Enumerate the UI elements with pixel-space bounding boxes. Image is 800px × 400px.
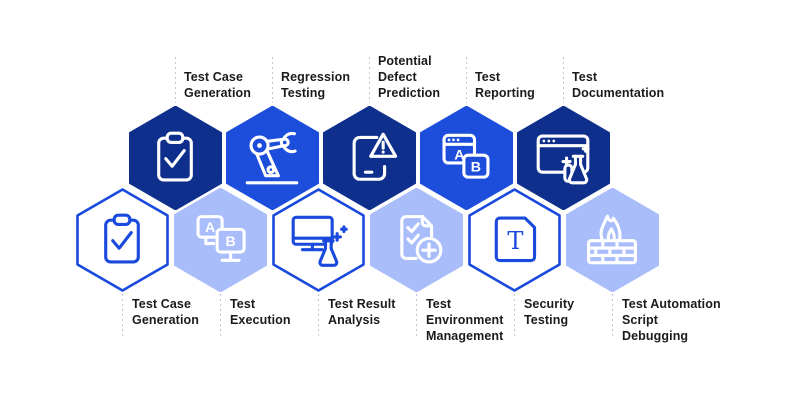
svg-text:B: B [471,159,481,175]
connector-line [612,294,613,338]
label-top-test-documentation: Test Documentation [572,70,665,100]
doc-check-plus-icon [400,215,443,264]
hexagon-top-test-case-generation [128,106,222,210]
browser-flask-icon [536,134,590,185]
svg-text:A: A [454,147,464,163]
label-bottom-security-testing: Security Testing [524,297,575,327]
hexagon-bottom-test-case-generation [75,188,169,292]
hexagon-shape [467,188,561,292]
connector-line [220,294,221,338]
hexagon-bottom-security-testing: T [467,188,561,292]
svg-text:B: B [226,234,236,250]
hexagon-shape [128,106,222,210]
svg-text:A: A [205,220,215,236]
hexagon-bottom-test-environment-management [369,188,463,292]
robot-arm-icon [245,131,299,185]
hexagon-shape [322,106,416,210]
hexagon-bottom-test-automation-script-debugging [565,188,659,292]
doc-letter-t-icon: T [494,216,537,263]
label-bottom-test-automation-script-debugging: Test Automation Script Debugging [622,297,721,343]
hexagon-top-potential-defect-prediction [322,106,416,210]
label-bottom-test-execution: Test Execution [230,297,291,327]
connector-line [514,294,515,338]
fire-wall-icon [587,214,637,265]
clipboard-check-icon [104,213,140,264]
connector-line [369,57,370,103]
label-bottom-test-case-generation: Test Case Generation [132,297,199,327]
monitors-ab-icon: AB [196,215,246,262]
connector-line [122,294,123,338]
label-top-regression-testing: Regression Testing [281,70,351,100]
hexagon-shape [75,188,169,292]
hexagon-top-regression-testing [225,106,319,210]
label-bottom-test-result-analysis: Test Result Analysis [328,297,396,327]
browser-ab-icon: AB [442,133,490,179]
monitor-flask-icon [291,215,348,267]
label-top-potential-defect-prediction: Potential Defect Prediction [378,54,441,100]
hexagon-shape [271,188,365,292]
connector-line [318,294,319,338]
connector-line [563,57,564,103]
label-top-test-reporting: Test Reporting [475,70,535,100]
connector-line [466,57,467,103]
tablet-warning-icon [352,132,398,181]
hexagon-bottom-test-result-analysis [271,188,365,292]
clipboard-check-icon [157,131,193,182]
svg-text:T: T [507,227,523,255]
label-top-test-case-generation: Test Case Generation [184,70,251,100]
connector-line [272,57,273,103]
hexagon-top-test-documentation [516,106,610,210]
label-bottom-test-environment-management: Test Environment Management [426,297,504,343]
connector-line [175,57,176,103]
connector-line [416,294,417,338]
